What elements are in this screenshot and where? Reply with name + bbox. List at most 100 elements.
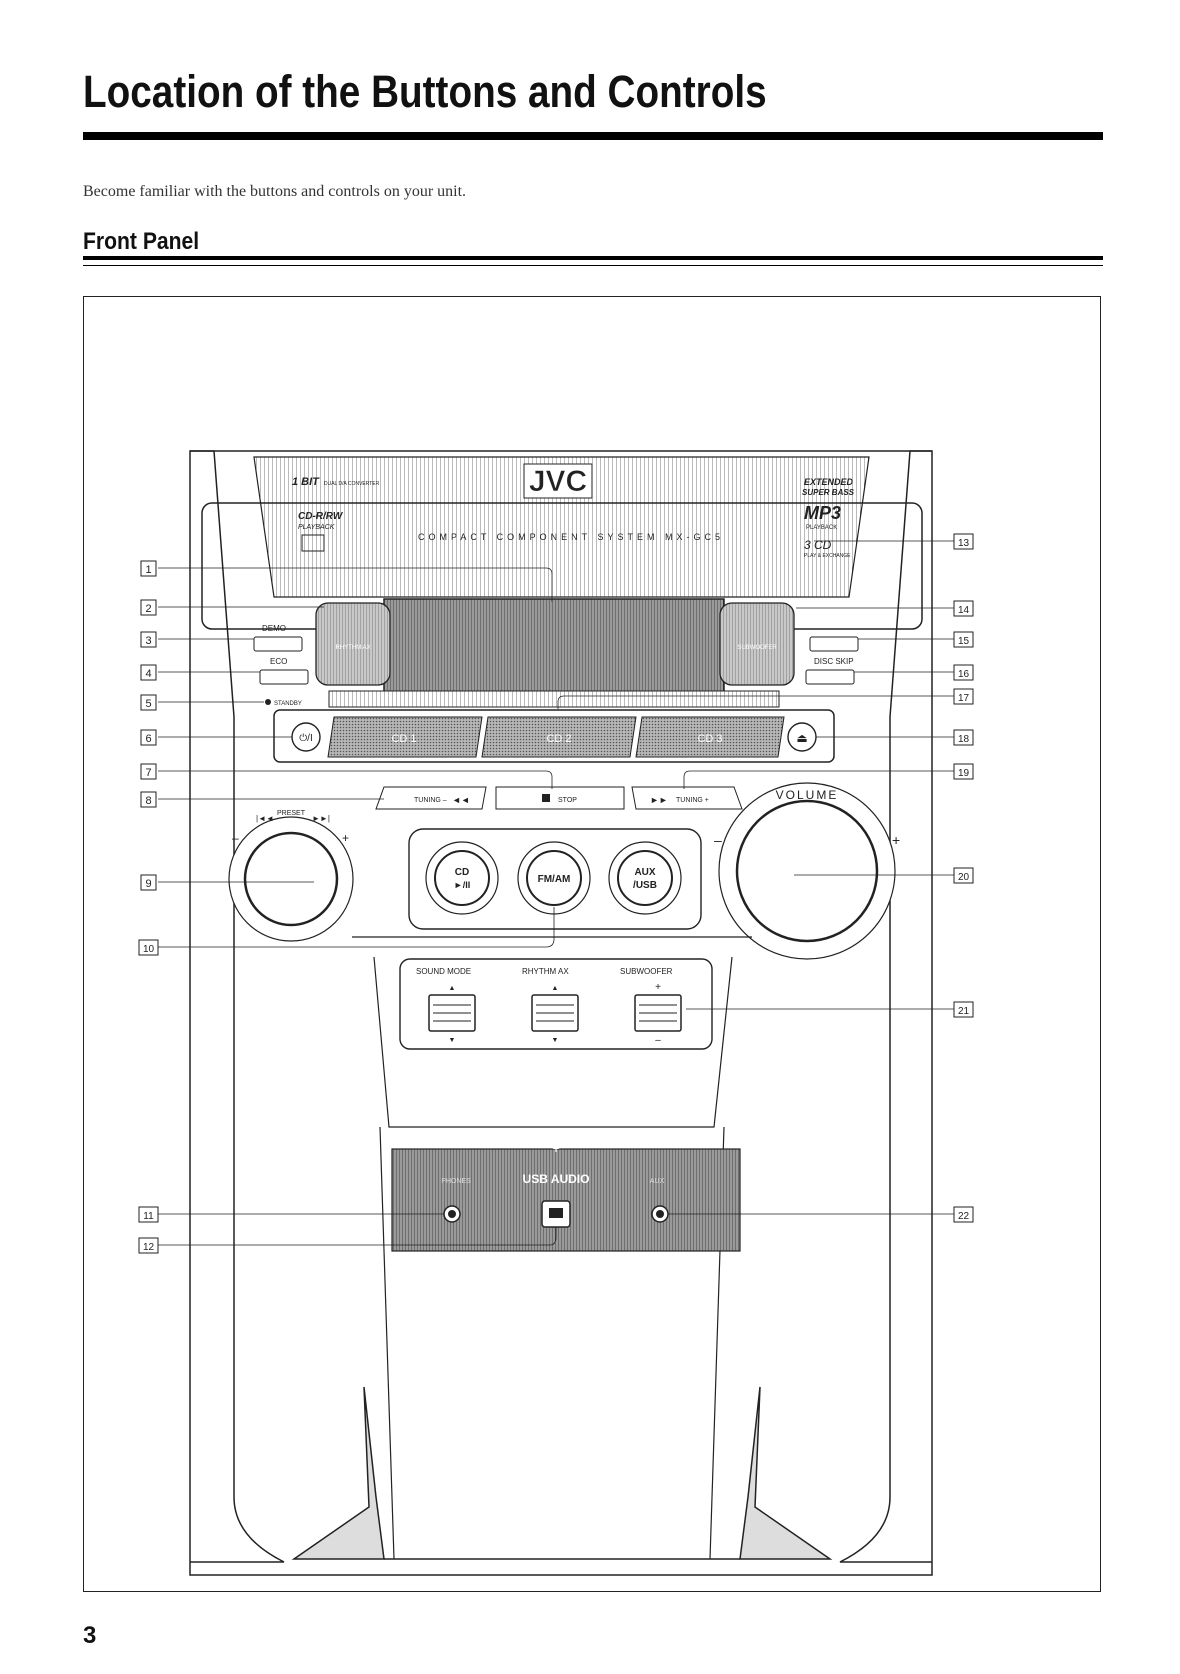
- callout-4: 4: [145, 668, 151, 680]
- tuning-row: TUNING – ◄◄ STOP ►► TUNING +: [375, 786, 743, 810]
- eco-button[interactable]: [259, 669, 309, 685]
- subwoofer-grill: [719, 602, 795, 686]
- model-line: COMPACT COMPONENT SYSTEM MX-GC5: [418, 532, 724, 542]
- demo-text: DEMO: [262, 624, 286, 633]
- source-panel: CD ►/II FM/AM AUX /USB: [408, 828, 702, 930]
- jack-panel: Ψ USB AUDIO PHONES AUX: [391, 1139, 741, 1252]
- stop-text: STOP: [558, 797, 577, 804]
- callout-14: 14: [958, 605, 970, 616]
- sound-mode-down-icon: ▼: [449, 1037, 456, 1044]
- callout-19: 19: [958, 768, 970, 779]
- badge-extended: EXTENDED: [804, 477, 854, 487]
- tuning-minus-button[interactable]: [375, 786, 487, 810]
- aux-text: AUX: [650, 1178, 665, 1185]
- preset-text: PRESET: [277, 810, 306, 817]
- subwoofer-text: SUBWOOFER: [737, 645, 777, 651]
- prev-icon: |◄◄: [256, 814, 274, 823]
- leader-lines: [158, 540, 954, 1246]
- rewind-icon: ◄◄: [452, 795, 470, 805]
- preset-knob-group: PRESET |◄◄ ►►| – +: [228, 810, 354, 942]
- callout-8: 8: [145, 795, 151, 807]
- rhythm-ax-up-icon: ▲: [552, 985, 559, 992]
- callout-2: 2: [145, 603, 151, 615]
- badge-cdrw: CD-R/RW: [298, 511, 344, 522]
- volume-text: VOLUME: [776, 788, 839, 802]
- rhythm-ax-grill: [315, 602, 391, 686]
- section-rule-thin: [83, 265, 1103, 266]
- callout-10: 10: [143, 944, 155, 955]
- top-panel: JVC 1 BIT DUAL D/A CONVERTER CD-R/RW PLA…: [201, 456, 923, 630]
- badge-1bit-sub: DUAL D/A CONVERTER: [324, 481, 380, 487]
- sound-mode-up-icon: ▲: [449, 985, 456, 992]
- play-pause-icon: ►/II: [454, 880, 470, 890]
- callouts-right: 13 14 15 16 17 18 19 20 21 22: [953, 533, 974, 1223]
- usb-symbol-icon: Ψ: [550, 1139, 562, 1155]
- badge-mp3: MP3: [804, 503, 841, 523]
- cd2-label: CD 2: [546, 733, 571, 745]
- intro-text: Become familiar with the buttons and con…: [83, 183, 467, 200]
- phones-text: PHONES: [441, 1178, 471, 1185]
- aux-usb-button[interactable]: [617, 850, 673, 906]
- subwoofer-plus-icon: +: [655, 982, 661, 993]
- tuning-plus-text: TUNING +: [676, 797, 709, 804]
- section-heading: Front Panel: [83, 228, 200, 255]
- page-title: Location of the Buttons and Controls: [83, 66, 767, 117]
- preset-knob[interactable]: [243, 831, 339, 927]
- stop-button[interactable]: [495, 786, 625, 810]
- lever-panel: SOUND MODE RHYTHM AX SUBWOOFER ▲ ▼ ▲ ▼ +…: [399, 958, 713, 1050]
- next-icon: ►►|: [312, 814, 330, 823]
- callout-11: 11: [143, 1211, 154, 1222]
- upper-right-button[interactable]: [809, 636, 859, 652]
- volume-plus-icon: +: [892, 832, 900, 848]
- callouts-left: 1 2 3 4 5 6 7 8 9 10 11 12: [138, 560, 159, 1254]
- badge-mp3-sub: PLAYBACK: [806, 525, 837, 531]
- cd2-tray[interactable]: [481, 716, 637, 758]
- badge-1bit: 1 BIT: [292, 476, 320, 488]
- front-panel-illustration: JVC 1 BIT DUAL D/A CONVERTER CD-R/RW PLA…: [138, 450, 974, 1576]
- callout-17: 17: [958, 693, 970, 704]
- callout-18: 18: [958, 734, 970, 745]
- callout-21: 21: [958, 1006, 970, 1017]
- subwoofer-lever-text: SUBWOOFER: [620, 967, 673, 976]
- volume-minus-icon: –: [714, 832, 722, 848]
- demo-button[interactable]: [253, 636, 303, 652]
- callout-22: 22: [958, 1211, 970, 1222]
- callout-7: 7: [145, 767, 151, 779]
- disc-skip-text: DISC SKIP: [814, 657, 854, 666]
- subwoofer-minus-icon: –: [655, 1035, 661, 1046]
- disc-logo-icon: [301, 534, 325, 552]
- badge-3cd: 3 CD: [804, 538, 832, 552]
- callout-6: 6: [145, 733, 151, 745]
- callout-12: 12: [143, 1242, 155, 1253]
- volume-knob[interactable]: [735, 799, 879, 943]
- display-section: RHYTHM AX SUBWOOFER: [315, 598, 795, 708]
- badge-3cd-sub: PLAY & EXCHANGE: [804, 553, 851, 559]
- fm-am-button[interactable]: [526, 850, 582, 906]
- eco-text: ECO: [270, 657, 287, 666]
- callout-13: 13: [958, 538, 970, 549]
- cd1-tray[interactable]: [327, 716, 483, 758]
- cd1-label: CD 1: [391, 733, 416, 745]
- aux-button-label: AUX: [634, 867, 655, 878]
- cd-play-pause-button[interactable]: [434, 850, 490, 906]
- forward-icon: ►►: [650, 795, 668, 805]
- cd-button-label: CD: [455, 867, 469, 878]
- disc-skip-button[interactable]: [805, 669, 855, 685]
- sound-mode-text: SOUND MODE: [416, 967, 471, 976]
- standby-text: STANDBY: [274, 701, 302, 707]
- volume-knob-group: VOLUME – +: [714, 782, 900, 960]
- cd3-tray[interactable]: [635, 716, 785, 758]
- display-window: [383, 598, 725, 696]
- usb-button-label: /USB: [633, 880, 657, 891]
- left-buttons: DEMO ECO STANDBY: [253, 624, 309, 707]
- power-icon: ⏻/I: [299, 733, 312, 744]
- cd3-label: CD 3: [697, 733, 722, 745]
- front-panel-figure: JVC 1 BIT DUAL D/A CONVERTER CD-R/RW PLA…: [83, 296, 1101, 1592]
- rhythm-ax-down-icon: ▼: [552, 1037, 559, 1044]
- section-rule-thick: [83, 256, 1103, 260]
- stop-icon: [542, 794, 550, 802]
- rhythm-ax-lever-text: RHYTHM AX: [522, 967, 569, 976]
- badge-cdrw-sub: PLAYBACK: [298, 524, 335, 531]
- tuning-plus-button[interactable]: [631, 786, 743, 810]
- tuning-minus-text: TUNING –: [414, 797, 447, 804]
